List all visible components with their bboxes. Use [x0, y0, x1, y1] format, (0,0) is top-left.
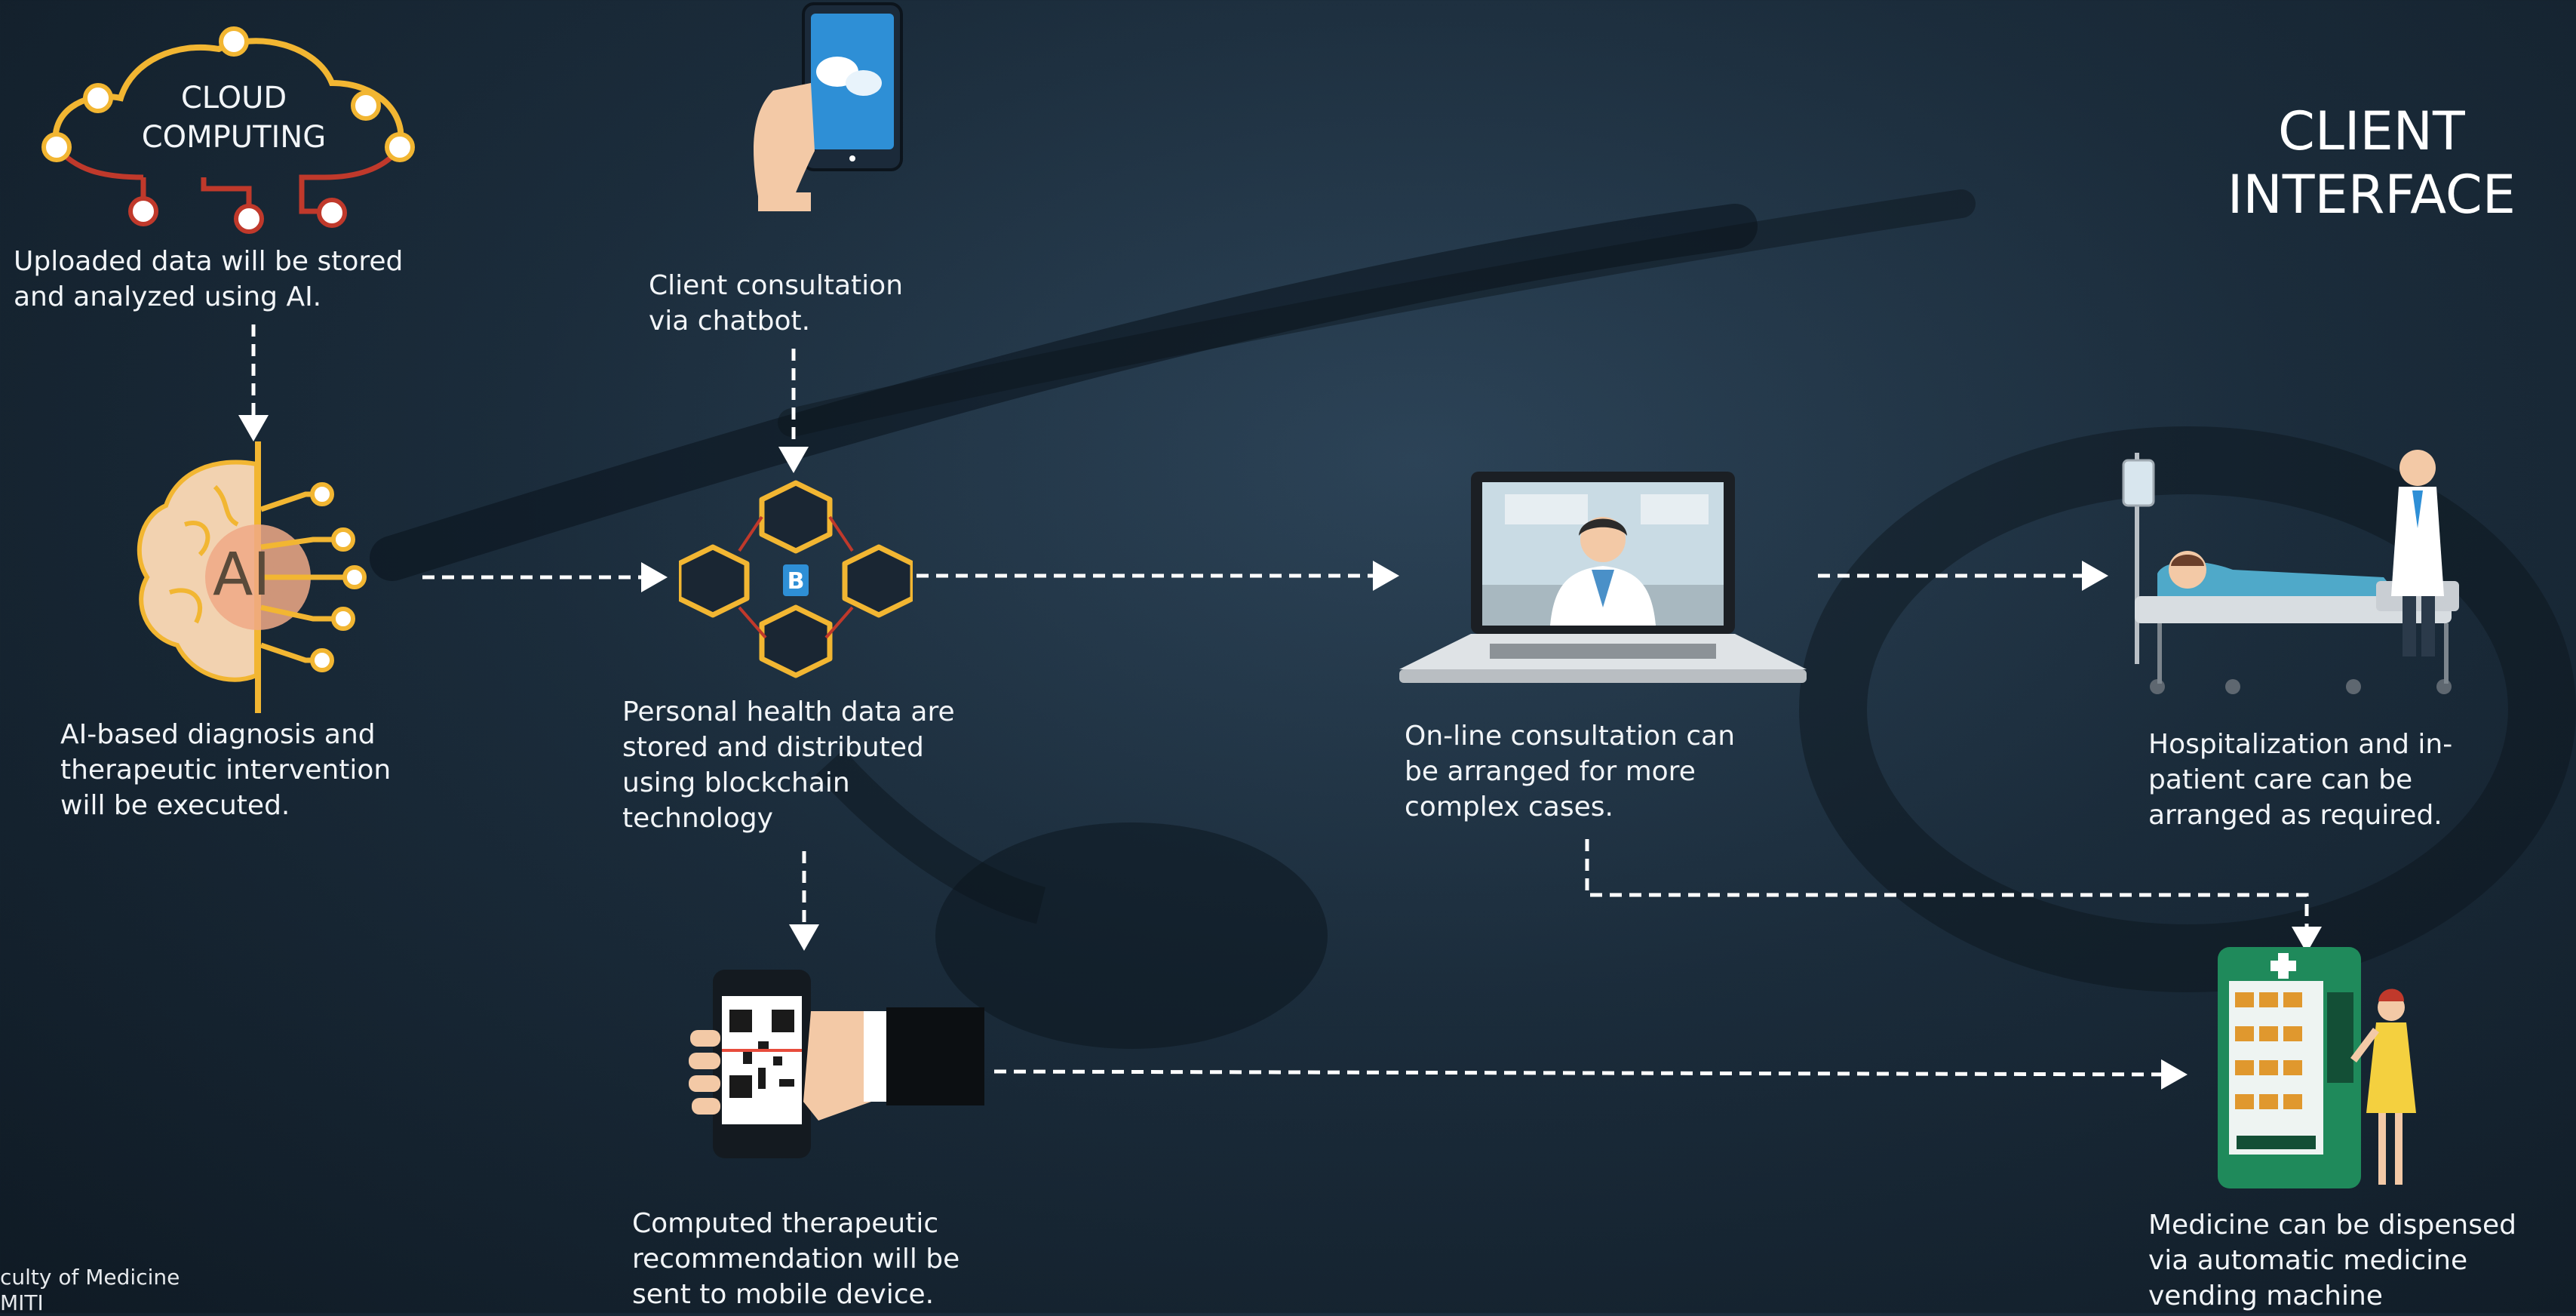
cloud-computing-icon	[41, 26, 415, 234]
laptop-doctor-icon	[1399, 472, 1807, 683]
ai-caption: AI-based diagnosis and therapeutic inter…	[60, 719, 391, 821]
ai-badge: AI	[213, 541, 271, 609]
footer-credit: culty of Medicine MITI	[0, 1265, 180, 1315]
blockchain-icon: B	[679, 480, 913, 678]
svg-text:B: B	[788, 568, 805, 595]
online-caption: On-line consultation can be arranged for…	[1405, 721, 1736, 822]
page-title: CLIENT INTERFACE	[2227, 100, 2516, 226]
hospital-caption: Hospitalization and in- patient care can…	[2148, 729, 2453, 831]
ai-brain-icon	[137, 441, 367, 713]
mobile-caption: Computed therapeutic recommendation will…	[632, 1208, 960, 1310]
cloud-label: CLOUD COMPUTING	[141, 81, 327, 155]
cloud-caption: Uploaded data will be stored and analyze…	[14, 246, 404, 312]
vending-machine-icon	[2218, 947, 2416, 1188]
vending-caption: Medicine can be dispensed via automatic …	[2148, 1210, 2517, 1311]
arrow-mobile-to-vending	[993, 1059, 2188, 1090]
hospital-bed-icon	[2122, 450, 2459, 694]
blockchain-caption: Personal health data are stored and dist…	[622, 696, 955, 834]
qr-phone-icon	[689, 970, 984, 1158]
chatbot-phone-icon	[754, 2, 903, 211]
chatbot-caption: Client consultation via chatbot.	[649, 270, 904, 337]
arrow-online-to-vending	[1585, 839, 2322, 953]
